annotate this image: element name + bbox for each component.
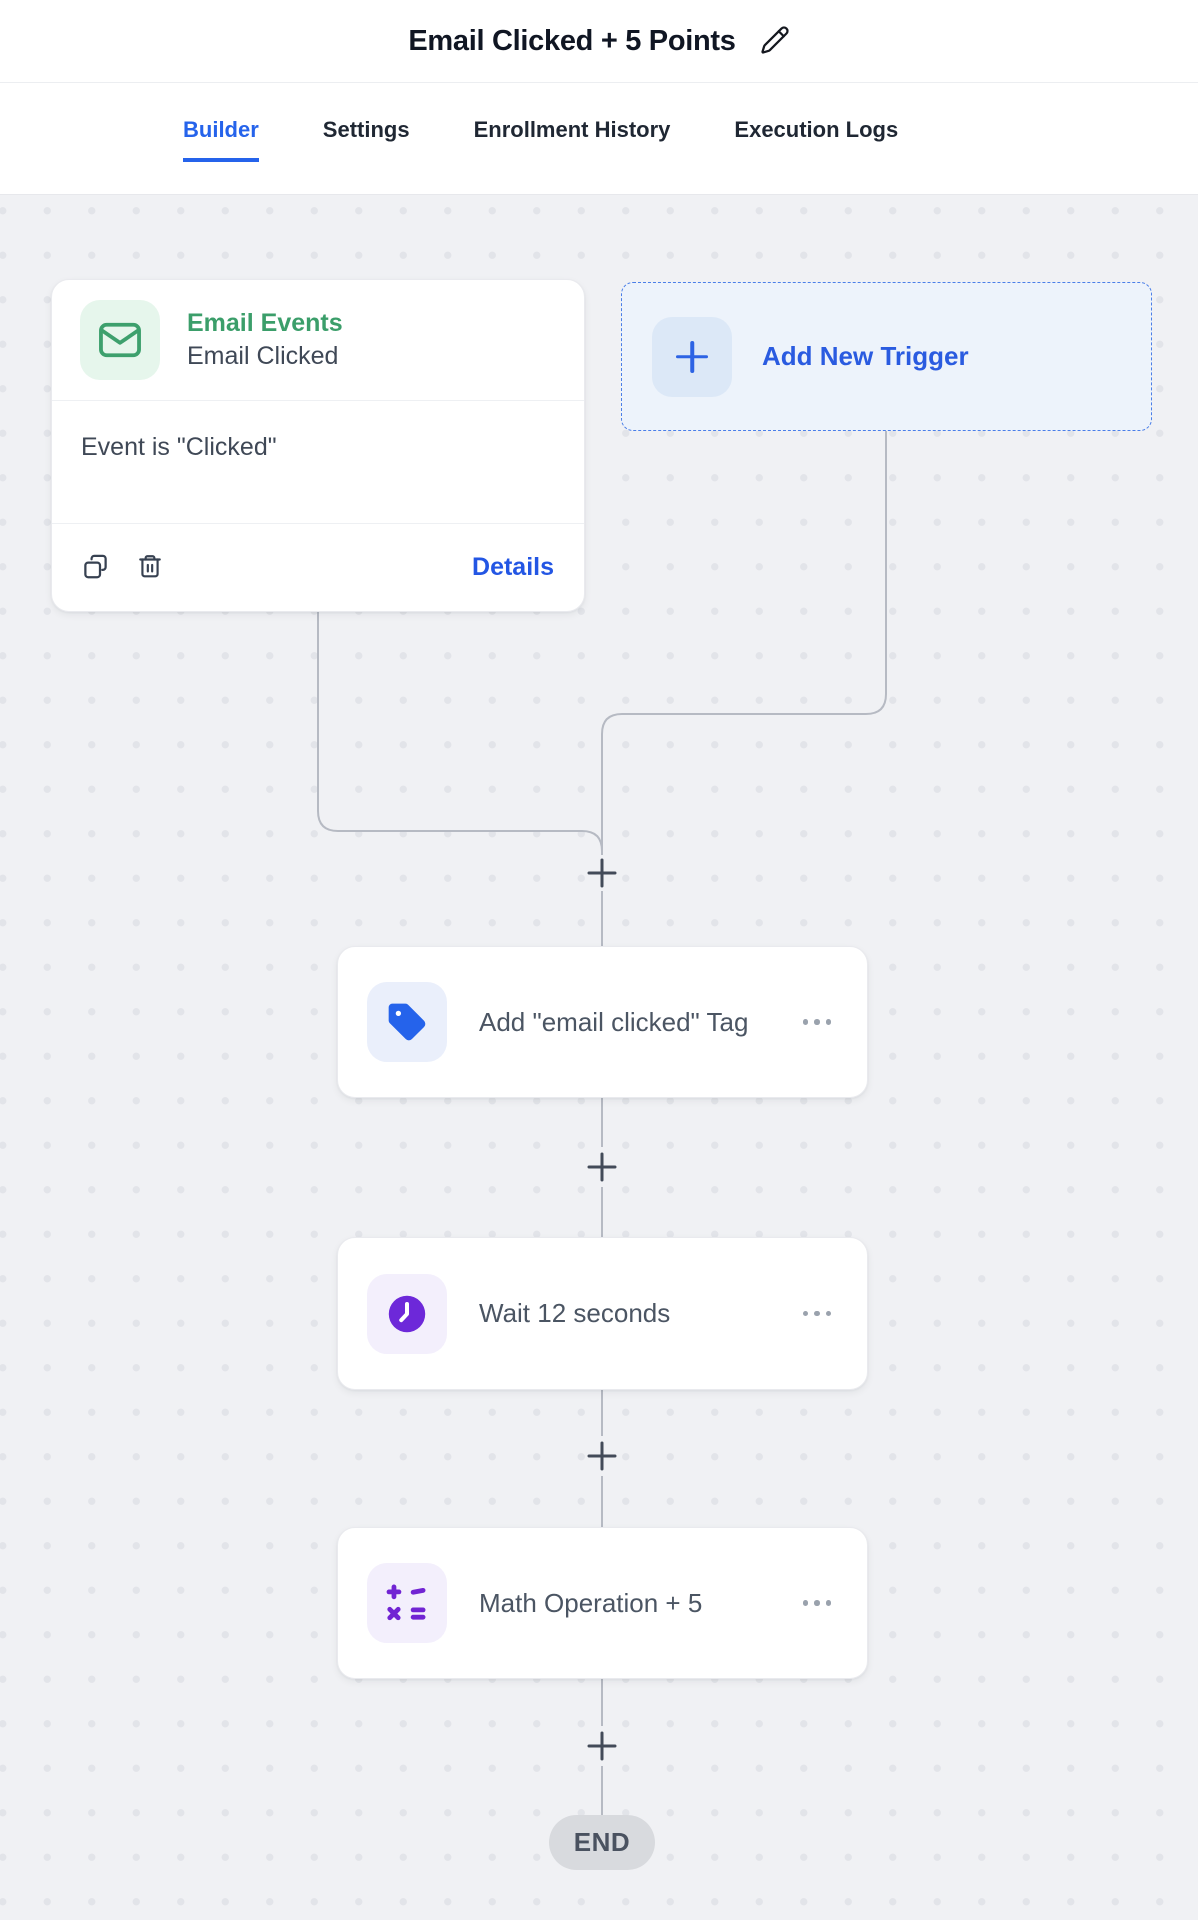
more-menu-icon[interactable] bbox=[802, 1305, 831, 1323]
step-label: Wait 12 seconds bbox=[479, 1298, 671, 1328]
tab-bar: Builder Settings Enrollment History Exec… bbox=[0, 83, 1198, 195]
clock-icon bbox=[367, 1273, 447, 1354]
step-label: Add "email clicked" Tag bbox=[479, 1006, 749, 1037]
add-new-trigger-label: Add New Trigger bbox=[762, 341, 969, 371]
tab-enrollment-history[interactable]: Enrollment History bbox=[473, 117, 671, 142]
trigger-condition: Event is "Clicked" bbox=[52, 401, 584, 524]
workflow-header: Email Clicked + 5 Points bbox=[0, 0, 1198, 83]
step-card-wait[interactable]: Wait 12 seconds bbox=[337, 1237, 868, 1390]
more-menu-icon[interactable] bbox=[802, 1013, 831, 1031]
edit-title-button[interactable] bbox=[760, 25, 790, 58]
trash-icon bbox=[137, 552, 163, 583]
envelope-icon bbox=[80, 300, 160, 380]
delete-button[interactable] bbox=[137, 552, 163, 583]
step-label: Math Operation + 5 bbox=[479, 1587, 703, 1618]
duplicate-button[interactable] bbox=[82, 553, 109, 583]
trigger-card-footer: Details bbox=[52, 524, 584, 611]
trigger-card-header: Email Events Email Clicked bbox=[52, 280, 584, 401]
more-menu-icon[interactable] bbox=[802, 1594, 831, 1612]
page-title: Email Clicked + 5 Points bbox=[408, 24, 736, 57]
tab-settings[interactable]: Settings bbox=[322, 117, 410, 142]
pencil-icon bbox=[760, 25, 790, 58]
trigger-category: Email Events bbox=[187, 309, 343, 337]
end-node: END bbox=[549, 1815, 655, 1870]
trigger-event-name: Email Clicked bbox=[187, 342, 339, 370]
tag-icon bbox=[367, 982, 447, 1062]
details-link[interactable]: Details bbox=[472, 553, 554, 581]
add-new-trigger-button[interactable]: Add New Trigger bbox=[621, 282, 1152, 431]
copy-icon bbox=[82, 553, 109, 583]
plus-icon bbox=[652, 316, 732, 397]
add-step-button-3[interactable] bbox=[584, 1438, 620, 1474]
step-card-math-operation[interactable]: Math Operation + 5 bbox=[337, 1527, 868, 1679]
step-card-add-tag[interactable]: Add "email clicked" Tag bbox=[337, 946, 868, 1098]
add-step-button-1[interactable] bbox=[584, 855, 620, 891]
trigger-card: Email Events Email Clicked Event is "Cli… bbox=[51, 279, 585, 612]
tab-execution-logs[interactable]: Execution Logs bbox=[734, 117, 899, 142]
tab-builder[interactable]: Builder bbox=[183, 117, 259, 162]
add-step-button-4[interactable] bbox=[584, 1728, 620, 1764]
workflow-canvas[interactable]: Email Events Email Clicked Event is "Cli… bbox=[0, 195, 1198, 1920]
add-step-button-2[interactable] bbox=[584, 1149, 620, 1185]
math-icon bbox=[367, 1563, 447, 1643]
